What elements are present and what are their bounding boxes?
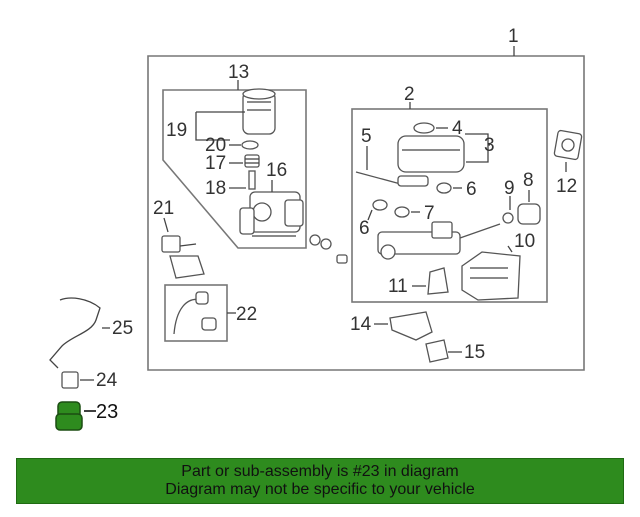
label-24: 24 [96,370,118,391]
bracket-11[interactable] [427,267,449,295]
hose-22[interactable] [173,291,217,335]
label-25: 25 [112,318,133,339]
seal-7[interactable] [394,206,410,218]
label-4: 4 [452,118,463,139]
label-11: 11 [388,276,408,297]
label-20: 20 [205,135,226,156]
wire-harness-25[interactable] [49,297,101,369]
label-1: 1 [508,26,519,47]
highlighted-part-23[interactable] [55,401,83,431]
footer-line-1: Part or sub-assembly is #23 in diagram [181,463,459,480]
label-19: 19 [166,120,187,141]
pump-reservoir[interactable] [242,88,276,135]
label-15: 15 [464,342,485,363]
label-7: 7 [424,203,435,224]
sensor-21[interactable] [161,235,205,279]
label-3: 3 [484,135,495,156]
actuator-10[interactable] [461,251,521,301]
cap-4[interactable] [413,122,435,134]
pump-motor-16[interactable] [239,191,304,237]
subframe-2 [351,108,548,303]
label-6b: 6 [359,218,370,239]
bracket-15[interactable] [425,339,449,363]
label-17: 17 [205,153,226,174]
label-9: 9 [504,178,515,199]
label-10: 10 [514,231,535,252]
reservoir-3[interactable] [397,135,465,173]
label-18: 18 [205,178,226,199]
boot-8[interactable] [517,203,541,225]
label-21: 21 [153,198,174,219]
subframe-13 [162,89,307,249]
fittings[interactable] [309,234,348,264]
level-switch-5[interactable] [355,171,429,187]
label-22: 22 [236,304,257,325]
footer-line-2: Diagram may not be specific to your vehi… [165,481,475,498]
label-5: 5 [361,126,372,147]
spring-17[interactable] [244,154,260,168]
label-16: 16 [266,160,287,181]
label-12: 12 [556,176,577,197]
label-23: 23 [96,401,118,423]
seal-9[interactable] [502,212,514,224]
pin-18[interactable] [248,170,256,190]
bracket-14[interactable] [389,311,433,341]
label-2: 2 [404,84,415,105]
gasket-12[interactable] [553,129,583,161]
bracket-24[interactable] [61,371,79,389]
footer-banner: Part or sub-assembly is #23 in diagram D… [16,458,624,504]
grommet-6a[interactable] [436,182,452,194]
label-8: 8 [523,170,534,191]
label-14: 14 [350,314,372,335]
label-6a: 6 [466,179,477,200]
assembly-frame-1 [147,55,585,371]
o-ring-20[interactable] [241,140,259,150]
master-cylinder-body[interactable] [377,221,501,260]
label-13: 13 [228,62,249,83]
grommet-6b[interactable] [372,199,388,211]
